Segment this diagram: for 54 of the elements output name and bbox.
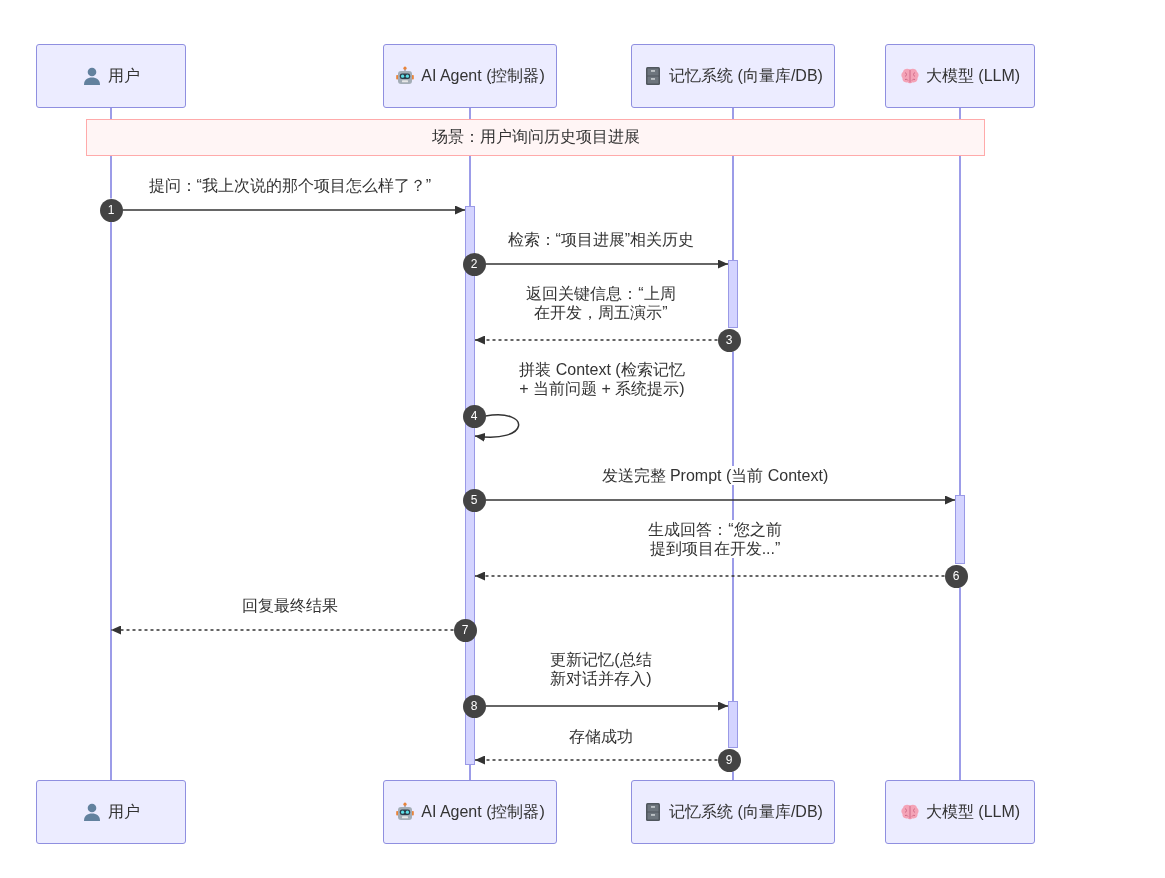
lifeline [732,107,734,120]
message-label: 发送完整 Prompt (当前 Context) [599,466,831,485]
lifeline [110,155,112,200]
message-arrow [121,205,466,215]
participant-box [36,44,186,108]
participant-name: 用户 [108,65,140,86]
participant-box [885,780,1035,844]
participant-name: AI Agent (控制器) [421,801,545,822]
lifeline [732,770,734,781]
lifeline [110,220,112,781]
activation-bar [955,495,965,564]
message-arrow [484,495,956,505]
step-number: 4 [462,404,486,428]
participant-box [631,780,835,844]
lifeline [110,107,112,120]
lifeline [732,155,734,261]
note-box: 场景：用户询问历史项目进展 [86,119,985,156]
participant-name: 大模型 (LLM) [925,801,1021,822]
step-number: 8 [462,694,486,718]
participant-name: 用户 [108,801,140,822]
message-label: 回复最终结果 [240,596,340,615]
lifeline [469,155,471,207]
lifeline [469,107,471,120]
message-arrow [484,259,729,269]
lifeline [959,107,961,120]
participant-name: 记忆系统 (向量库/DB) [669,65,823,86]
step-number: 2 [462,252,486,276]
message-arrow [484,701,729,711]
lifeline [469,764,471,781]
message-arrow [474,335,719,345]
participant-box [885,44,1035,108]
message-label: 存储成功 [567,727,635,746]
participant-box [383,780,557,844]
message-arrow [474,571,946,581]
message-label: 提问：“我上次说的那个项目怎么样了？” [146,176,434,195]
participant-box [631,44,835,108]
participant-name: 大模型 (LLM) [925,65,1021,86]
step-number: 6 [944,564,968,588]
participant-name: 记忆系统 (向量库/DB) [669,801,823,822]
step-number: 5 [462,488,486,512]
message-arrow [110,625,455,635]
step-number: 1 [99,198,123,222]
step-number: 7 [453,618,477,642]
participant-box [383,44,557,108]
activation-bar [728,260,738,328]
activation-bar [728,701,738,748]
message-arrow [474,755,719,765]
step-number: 9 [717,748,741,772]
lifeline [959,586,961,781]
participant-box [36,780,186,844]
step-number: 3 [717,328,741,352]
lifeline [959,155,961,496]
participant-name: AI Agent (控制器) [421,65,545,86]
self-message-arrow [474,414,520,442]
